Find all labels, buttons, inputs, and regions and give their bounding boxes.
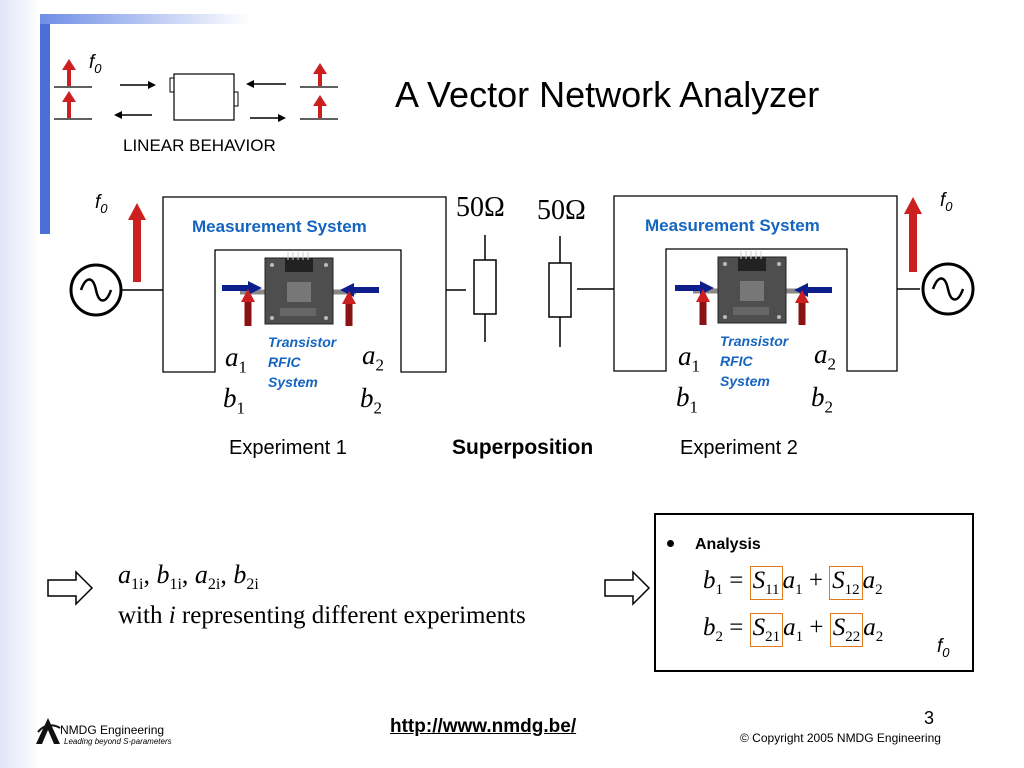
experiment1-a1: a1	[225, 342, 247, 377]
experiment2-load-label: 50Ω	[537, 195, 586, 226]
analysis-f0-label: f0	[937, 636, 950, 660]
experiment2-b1: b1	[676, 382, 698, 417]
experiment2-f0-label: f0	[940, 190, 953, 214]
experiments-description: with i representing different experiment…	[118, 602, 526, 629]
analysis-label: Analysis	[695, 536, 761, 553]
nmdg-logo-icon	[36, 718, 61, 744]
logo-name: NMDG Engineering	[60, 723, 165, 737]
experiment1-dut-label: Transistor RFIC System	[268, 334, 337, 390]
experiment1-b1: b1	[223, 383, 245, 418]
experiment2-b2: b2	[811, 382, 833, 417]
linear-f0-label: f0	[89, 52, 102, 76]
slide-side-decoration	[0, 0, 40, 768]
experiment2-dut-label: Transistor RFIC System	[720, 333, 789, 389]
page-number: 3	[924, 708, 935, 728]
left-dut-board-icon	[240, 252, 356, 325]
experiment1-f0-label: f0	[95, 192, 108, 216]
linear-behavior-label: LINEAR BEHAVIOR	[123, 136, 276, 155]
right-hollow-arrow-icon	[604, 570, 651, 606]
experiment1-system-label: Measurement System	[192, 217, 367, 236]
slide-accent-bar-horizontal	[40, 14, 250, 24]
copyright-text: © Copyright 2005 NMDG Engineering	[740, 731, 941, 745]
logo-tagline: Leading beyond S-parameters	[64, 737, 172, 746]
experiment2-a2: a2	[814, 339, 836, 374]
right-measurement-system-box	[613, 195, 898, 372]
website-link[interactable]: http://www.nmdg.be/	[390, 716, 577, 737]
left-hollow-arrow-icon	[47, 570, 94, 606]
experiment1-load-label: 50Ω	[456, 192, 505, 223]
experiment1-b2: b2	[360, 383, 382, 418]
analysis-bullet	[667, 540, 674, 547]
right-load-resistor	[548, 262, 572, 318]
experiment2-caption: Experiment 2	[680, 437, 798, 459]
left-measurement-system-box	[162, 196, 447, 373]
linear-behavior-diagram	[54, 59, 338, 122]
experiment2-a1: a1	[678, 341, 700, 376]
slide-title: A Vector Network Analyzer	[395, 74, 820, 115]
left-load-resistor	[473, 259, 497, 315]
superposition-label: Superposition	[452, 436, 594, 459]
analysis-box	[654, 513, 974, 672]
experiment-variables: a1i, b1i, a2i, b2i	[118, 560, 259, 594]
experiment1-caption: Experiment 1	[229, 437, 347, 459]
experiment1-a2: a2	[362, 340, 384, 375]
right-dut-board-icon	[693, 251, 808, 324]
circuit-wiring	[69, 195, 975, 373]
experiment2-system-label: Measurement System	[645, 216, 820, 235]
slide-accent-bar-vertical	[40, 14, 50, 234]
